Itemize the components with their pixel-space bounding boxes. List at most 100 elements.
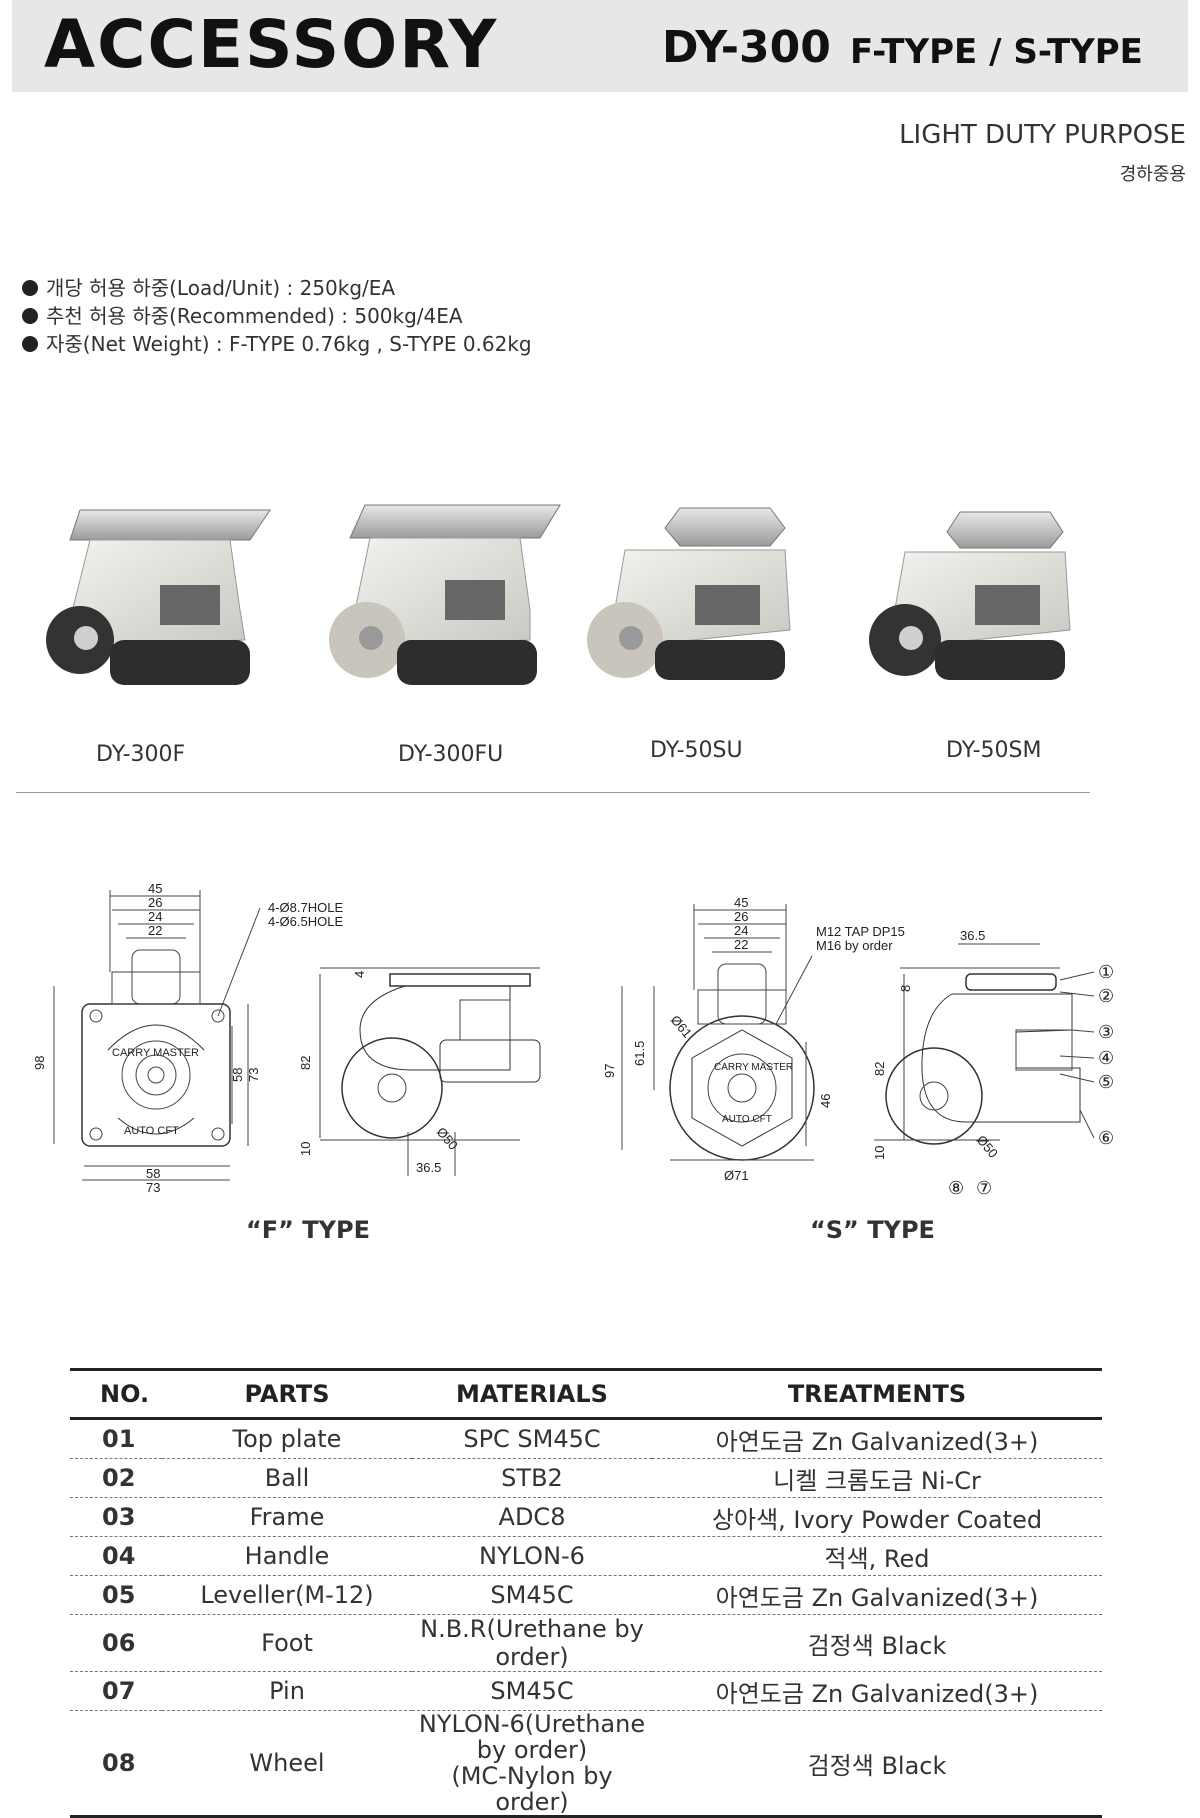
dim-label: 22 bbox=[148, 923, 162, 938]
type-title: F-TYPE / S-TYPE bbox=[850, 32, 1143, 72]
cell-treatment: 적색, Red bbox=[652, 1536, 1102, 1576]
bullet-icon bbox=[22, 280, 38, 296]
s-type-side-view bbox=[874, 943, 1095, 1145]
callout-6: ⑥ bbox=[1098, 1128, 1114, 1148]
dim-label: 26 bbox=[148, 895, 162, 910]
cell-material: SM45C bbox=[412, 1575, 652, 1615]
dim-label: 45 bbox=[734, 895, 748, 910]
dim-label: Ø50 bbox=[974, 1132, 1001, 1160]
callout-2: ② bbox=[1098, 986, 1114, 1006]
dim-label: 98 bbox=[32, 1056, 47, 1070]
photo-label-2: DY-300FU bbox=[398, 742, 504, 767]
f-type-side-view bbox=[319, 967, 541, 1176]
product-photos bbox=[46, 504, 1071, 685]
material-line-2: (MC-Nylon by order) bbox=[451, 1762, 613, 1816]
dim-label: 58 bbox=[230, 1068, 245, 1082]
dim-label: 82 bbox=[298, 1056, 313, 1070]
dim-label: 10 bbox=[872, 1146, 887, 1160]
dim-label: 61.5 bbox=[632, 1041, 647, 1066]
col-header-parts: PARTS bbox=[162, 1368, 412, 1420]
cell-material: NYLON-6 bbox=[412, 1536, 652, 1576]
parts-table: NO. PARTS MATERIALS TREATMENTS 01 Top pl… bbox=[70, 1368, 1102, 1818]
dim-label: 26 bbox=[734, 909, 748, 924]
dim-label: 82 bbox=[872, 1062, 887, 1076]
table-row: 01 Top plate SPC SM45C 아연도금 Zn Galvanize… bbox=[70, 1418, 1102, 1459]
plate-text: CARRY MASTER bbox=[112, 1047, 199, 1059]
caster-photo-3 bbox=[587, 507, 791, 680]
col-header-materials: MATERIALS bbox=[412, 1368, 652, 1420]
header-bar bbox=[12, 0, 1188, 92]
table-row: 03 Frame ADC8 상아색, Ivory Powder Coated bbox=[70, 1497, 1102, 1537]
spec-item: 개당 허용 하중(Load/Unit) : 250kg/EA bbox=[22, 274, 532, 302]
caster-photo-4 bbox=[869, 511, 1071, 680]
bullet-icon bbox=[22, 336, 38, 352]
dim-label: 73 bbox=[246, 1068, 261, 1082]
cell-material: NYLON-6(Urethane by order) (MC-Nylon by … bbox=[412, 1710, 652, 1818]
spec-text: 추천 허용 하중(Recommended) : 500kg/4EA bbox=[46, 304, 463, 328]
plate-text: AUTO CFT bbox=[722, 1114, 772, 1125]
callout-4: ④ bbox=[1098, 1048, 1114, 1068]
cell-treatment: 아연도금 Zn Galvanized(3+) bbox=[652, 1418, 1102, 1459]
cell-treatment: 아연도금 Zn Galvanized(3+) bbox=[652, 1575, 1102, 1615]
cell-part: Foot bbox=[162, 1614, 412, 1672]
cell-treatment: 상아색, Ivory Powder Coated bbox=[652, 1497, 1102, 1537]
callout-7: ⑦ bbox=[976, 1178, 992, 1198]
s-type-top-view bbox=[621, 904, 815, 1161]
dim-label: Ø71 bbox=[724, 1168, 749, 1183]
cell-treatment: 검정색 Black bbox=[652, 1614, 1102, 1672]
cell-no: 07 bbox=[70, 1671, 162, 1711]
dim-label: 4-Ø8.7HOLE bbox=[268, 900, 343, 915]
dim-label: 10 bbox=[298, 1142, 313, 1156]
cell-no: 04 bbox=[70, 1536, 162, 1576]
f-type-label: “F” TYPE bbox=[246, 1216, 371, 1244]
table-row: 05 Leveller(M-12) SM45C 아연도금 Zn Galvaniz… bbox=[70, 1575, 1102, 1615]
spec-text: 자중(Net Weight) : F-TYPE 0.76kg , S-TYPE … bbox=[46, 332, 532, 356]
caster-photo-2 bbox=[329, 504, 561, 685]
table-row: 08 Wheel NYLON-6(Urethane by order) (MC-… bbox=[70, 1710, 1102, 1818]
spec-list: 개당 허용 하중(Load/Unit) : 250kg/EA 추천 허용 하중(… bbox=[22, 274, 532, 358]
f-type-top-view bbox=[53, 890, 261, 1181]
caster-photo-1 bbox=[46, 509, 271, 685]
dim-label: 73 bbox=[146, 1180, 160, 1195]
dim-label: M16 by order bbox=[816, 938, 893, 953]
table-row: 02 Ball STB2 니켈 크롬도금 Ni-Cr bbox=[70, 1458, 1102, 1498]
f-type-top-labels: 45 26 24 22 4-Ø8.7HOLE 4-Ø6.5HOLE 98 58 … bbox=[32, 881, 343, 1195]
cell-treatment: 아연도금 Zn Galvanized(3+) bbox=[652, 1671, 1102, 1711]
cell-part: Frame bbox=[162, 1497, 412, 1537]
cell-no: 06 bbox=[70, 1614, 162, 1672]
cell-material: ADC8 bbox=[412, 1497, 652, 1537]
cell-no: 03 bbox=[70, 1497, 162, 1537]
cell-part: Leveller(M-12) bbox=[162, 1575, 412, 1615]
s-type-label: “S” TYPE bbox=[810, 1216, 935, 1244]
spec-text: 개당 허용 하중(Load/Unit) : 250kg/EA bbox=[46, 276, 396, 300]
dim-label: 45 bbox=[148, 881, 162, 896]
cell-no: 05 bbox=[70, 1575, 162, 1615]
cell-no: 01 bbox=[70, 1418, 162, 1459]
table-row: 06 Foot N.B.R(Urethane by order) 검정색 Bla… bbox=[70, 1614, 1102, 1672]
col-header-treatments: TREATMENTS bbox=[652, 1368, 1102, 1420]
dim-label: 8 bbox=[898, 985, 913, 992]
spec-item: 자중(Net Weight) : F-TYPE 0.76kg , S-TYPE … bbox=[22, 330, 532, 358]
s-type-top-labels: 45 26 24 22 M12 TAP DP15 M16 by order 61… bbox=[602, 895, 905, 1183]
cell-part: Ball bbox=[162, 1458, 412, 1498]
cell-treatment: 니켈 크롬도금 Ni-Cr bbox=[652, 1458, 1102, 1498]
cell-part: Wheel bbox=[162, 1710, 412, 1818]
bullet-icon bbox=[22, 308, 38, 324]
dim-label: Ø50 bbox=[434, 1124, 461, 1152]
cell-material: N.B.R(Urethane by order) bbox=[412, 1614, 652, 1672]
dim-label: 24 bbox=[734, 923, 748, 938]
material-line-1: NYLON-6(Urethane by order) bbox=[418, 1710, 646, 1764]
dim-label: M12 TAP DP15 bbox=[816, 924, 905, 939]
dim-label: 36.5 bbox=[960, 928, 985, 943]
purpose-ko: 경하중용 bbox=[1119, 164, 1186, 185]
cell-no: 02 bbox=[70, 1458, 162, 1498]
cell-part: Handle bbox=[162, 1536, 412, 1576]
spec-item: 추천 허용 하중(Recommended) : 500kg/4EA bbox=[22, 302, 532, 330]
callout-8: ⑧ bbox=[948, 1178, 964, 1198]
plate-text: CARRY MASTER bbox=[714, 1062, 793, 1073]
dim-label: 4 bbox=[352, 971, 367, 978]
table-header-row: NO. PARTS MATERIALS TREATMENTS bbox=[70, 1368, 1102, 1420]
dim-label: 4-Ø6.5HOLE bbox=[268, 914, 343, 929]
s-type-side-labels: 36.5 8 82 10 Ø50 ① ② ③ ④ ⑤ ⑥ ⑦ ⑧ bbox=[872, 928, 1114, 1198]
table-row: 07 Pin SM45C 아연도금 Zn Galvanized(3+) bbox=[70, 1671, 1102, 1711]
